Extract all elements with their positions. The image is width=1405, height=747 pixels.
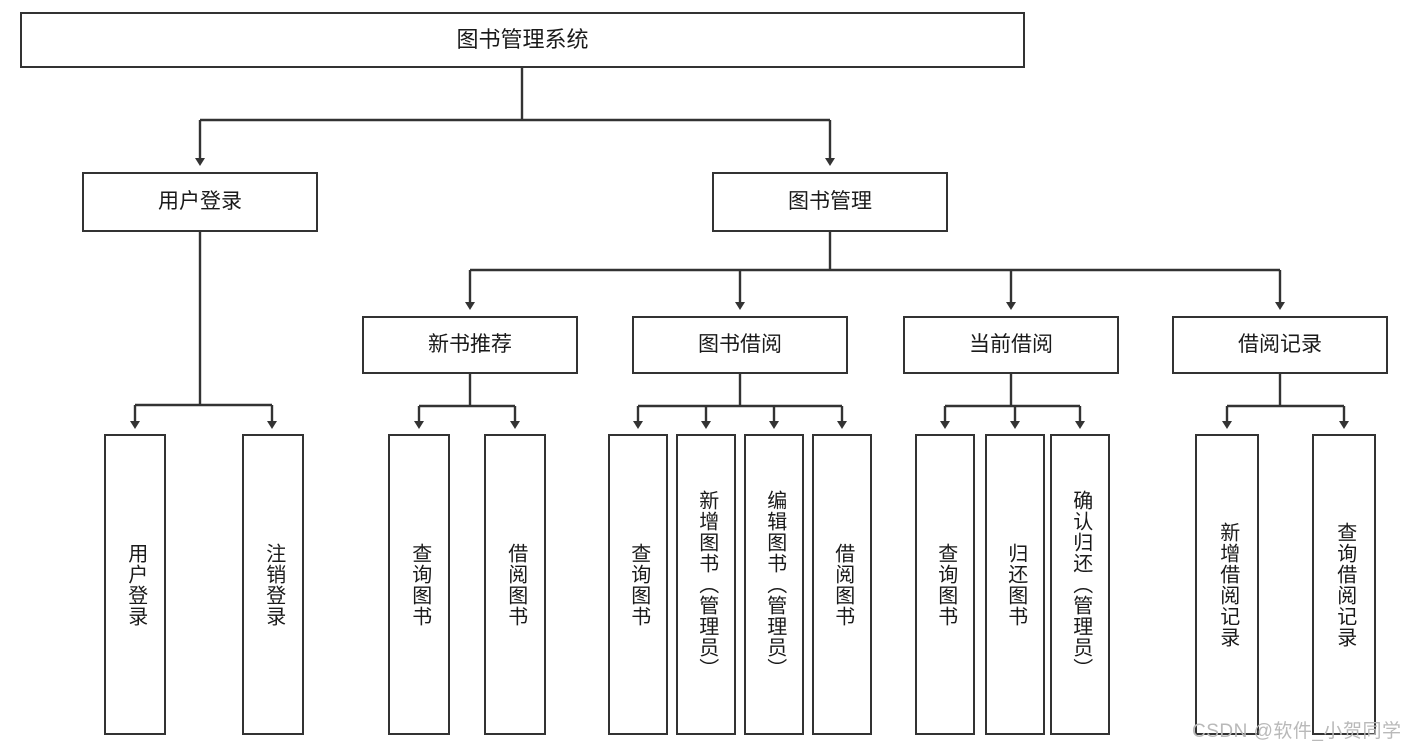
leaf-borrow-books-new[interactable]: 借阅图书 [484,434,546,735]
node-root[interactable]: 图书管理系统 [20,12,1025,68]
leaf-add-book-admin[interactable]: 新增图书（管理员） [676,434,736,735]
node-book-management[interactable]: 图书管理 [712,172,948,232]
leaf-query-books-current[interactable]: 查询图书 [915,434,975,735]
leaf-edit-book-admin[interactable]: 编辑图书（管理员） [744,434,804,735]
node-current-borrow[interactable]: 当前借阅 [903,316,1119,374]
node-book-borrow[interactable]: 图书借阅 [632,316,848,374]
leaf-borrow-book[interactable]: 借阅图书 [812,434,872,735]
node-borrow-records[interactable]: 借阅记录 [1172,316,1388,374]
leaf-query-borrow-record[interactable]: 查询借阅记录 [1312,434,1376,735]
leaf-return-book[interactable]: 归还图书 [985,434,1045,735]
leaf-query-books-borrow[interactable]: 查询图书 [608,434,668,735]
leaf-confirm-return-admin[interactable]: 确认归还（管理员） [1050,434,1110,735]
leaf-add-borrow-record[interactable]: 新增借阅记录 [1195,434,1259,735]
leaf-query-books-new[interactable]: 查询图书 [388,434,450,735]
leaf-user-login[interactable]: 用户登录 [104,434,166,735]
leaf-logout[interactable]: 注销登录 [242,434,304,735]
node-user-login[interactable]: 用户登录 [82,172,318,232]
node-new-book-recommend[interactable]: 新书推荐 [362,316,578,374]
watermark: CSDN @软件_小贺同学 [1192,721,1402,742]
